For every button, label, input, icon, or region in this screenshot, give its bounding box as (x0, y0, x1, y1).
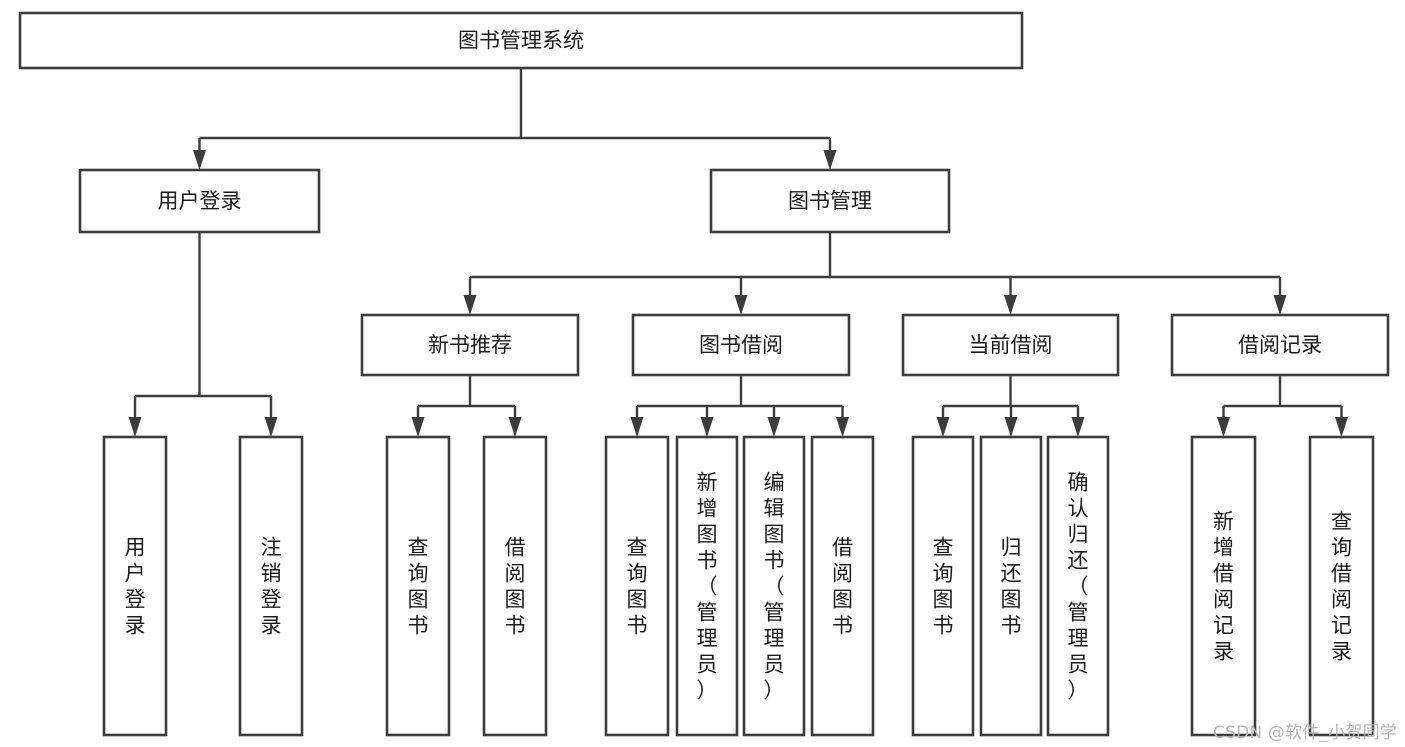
arrow-head-icon (823, 150, 837, 170)
node-label: 查询借阅记录 (1331, 509, 1352, 663)
node-box-level3[interactable] (360, 313, 580, 377)
node-用户登录[interactable]: 用户登录 (102, 435, 168, 737)
node-label: 图书管理系统 (458, 29, 584, 53)
node-label: 查询图书 (627, 535, 648, 637)
arrow-head-icon (1335, 417, 1348, 437)
node-box-leaf[interactable] (979, 435, 1043, 737)
node-box-root[interactable] (18, 11, 1024, 70)
node-label: 新增图书（管理员） (697, 470, 718, 702)
arrow-head-icon (463, 295, 477, 315)
node-图书借阅[interactable]: 图书借阅 (631, 313, 851, 377)
arrow-head-icon (836, 417, 849, 437)
node-box-leaf[interactable] (385, 435, 451, 737)
arrow-head-icon (264, 417, 278, 437)
node-label: 借阅记录 (1238, 333, 1322, 357)
node-box-level2[interactable] (78, 168, 321, 234)
node-用户登录[interactable]: 用户登录 (78, 168, 321, 234)
node-box-leaf[interactable] (1190, 435, 1257, 737)
node-查询图书[interactable]: 查询图书 (604, 435, 670, 737)
node-label: 用户登录 (158, 189, 242, 213)
arrow-head-icon (128, 417, 142, 437)
arrow-head-icon (411, 417, 425, 437)
node-查询借阅记录[interactable]: 查询借阅记录 (1308, 435, 1375, 737)
node-图书管理系统[interactable]: 图书管理系统 (18, 11, 1024, 70)
node-box-level2[interactable] (709, 168, 951, 234)
node-借阅图书[interactable]: 借阅图书 (482, 435, 548, 737)
node-借阅记录[interactable]: 借阅记录 (1170, 313, 1390, 377)
arrow-head-icon (193, 150, 206, 170)
node-box-leaf[interactable] (911, 435, 975, 737)
node-label: 借阅图书 (505, 535, 526, 637)
node-layer: 图书管理系统用户登录图书管理新书推荐图书借阅当前借阅借阅记录用户登录注销登录查询… (18, 11, 1390, 737)
node-box-level3[interactable] (901, 313, 1120, 377)
connector-layer (128, 68, 1348, 437)
node-label: 编辑图书（管理员） (764, 470, 785, 702)
node-归还图书[interactable]: 归还图书 (979, 435, 1043, 737)
node-label: 用户登录 (125, 535, 146, 637)
node-label: 查询图书 (408, 535, 429, 637)
node-label: 图书管理 (788, 189, 872, 213)
node-label: 注销登录 (261, 535, 282, 637)
arrow-head-icon (1273, 295, 1287, 315)
node-注销登录[interactable]: 注销登录 (238, 435, 304, 737)
node-借阅图书[interactable]: 借阅图书 (810, 435, 875, 737)
node-box-level3[interactable] (1170, 313, 1390, 377)
node-box-leaf[interactable] (675, 435, 739, 737)
node-box-leaf[interactable] (238, 435, 304, 737)
arrow-head-icon (1004, 417, 1018, 437)
node-label: 新书推荐 (428, 333, 512, 357)
watermark-label: CSDN @软件_小贺同学 (1213, 723, 1397, 743)
node-box-leaf[interactable] (742, 435, 806, 737)
node-编辑图书管理员[interactable]: 编辑图书（管理员） (742, 435, 806, 737)
arrow-head-icon (767, 417, 781, 437)
node-label: 借阅图书 (832, 535, 853, 637)
arrow-head-icon (700, 417, 714, 437)
node-label: 确认归还（管理员） (1068, 470, 1089, 702)
node-label: 查询图书 (933, 535, 954, 637)
node-box-leaf[interactable] (102, 435, 168, 737)
node-查询图书[interactable]: 查询图书 (385, 435, 451, 737)
arrow-head-icon (1217, 417, 1230, 437)
node-label: 当前借阅 (969, 333, 1053, 357)
node-label: 归还图书 (1001, 535, 1022, 637)
arrow-head-icon (936, 417, 950, 437)
arrow-head-icon (734, 295, 748, 315)
node-label: 图书借阅 (699, 333, 783, 357)
arrow-head-icon (1004, 295, 1017, 315)
node-box-leaf[interactable] (1308, 435, 1375, 737)
node-图书管理[interactable]: 图书管理 (709, 168, 951, 234)
node-查询图书[interactable]: 查询图书 (911, 435, 975, 737)
node-box-leaf[interactable] (604, 435, 670, 737)
node-label: 新增借阅记录 (1213, 509, 1234, 663)
node-box-leaf[interactable] (810, 435, 875, 737)
node-新增借阅记录[interactable]: 新增借阅记录 (1190, 435, 1257, 737)
node-新书推荐[interactable]: 新书推荐 (360, 313, 580, 377)
arrow-head-icon (630, 417, 644, 437)
node-box-leaf[interactable] (482, 435, 548, 737)
node-当前借阅[interactable]: 当前借阅 (901, 313, 1120, 377)
node-box-leaf[interactable] (1046, 435, 1110, 737)
arrow-head-icon (1071, 417, 1085, 437)
arrow-head-icon (508, 417, 522, 437)
node-box-level3[interactable] (631, 313, 851, 377)
node-确认归还管理员[interactable]: 确认归还（管理员） (1046, 435, 1110, 737)
node-新增图书管理员[interactable]: 新增图书（管理员） (675, 435, 739, 737)
